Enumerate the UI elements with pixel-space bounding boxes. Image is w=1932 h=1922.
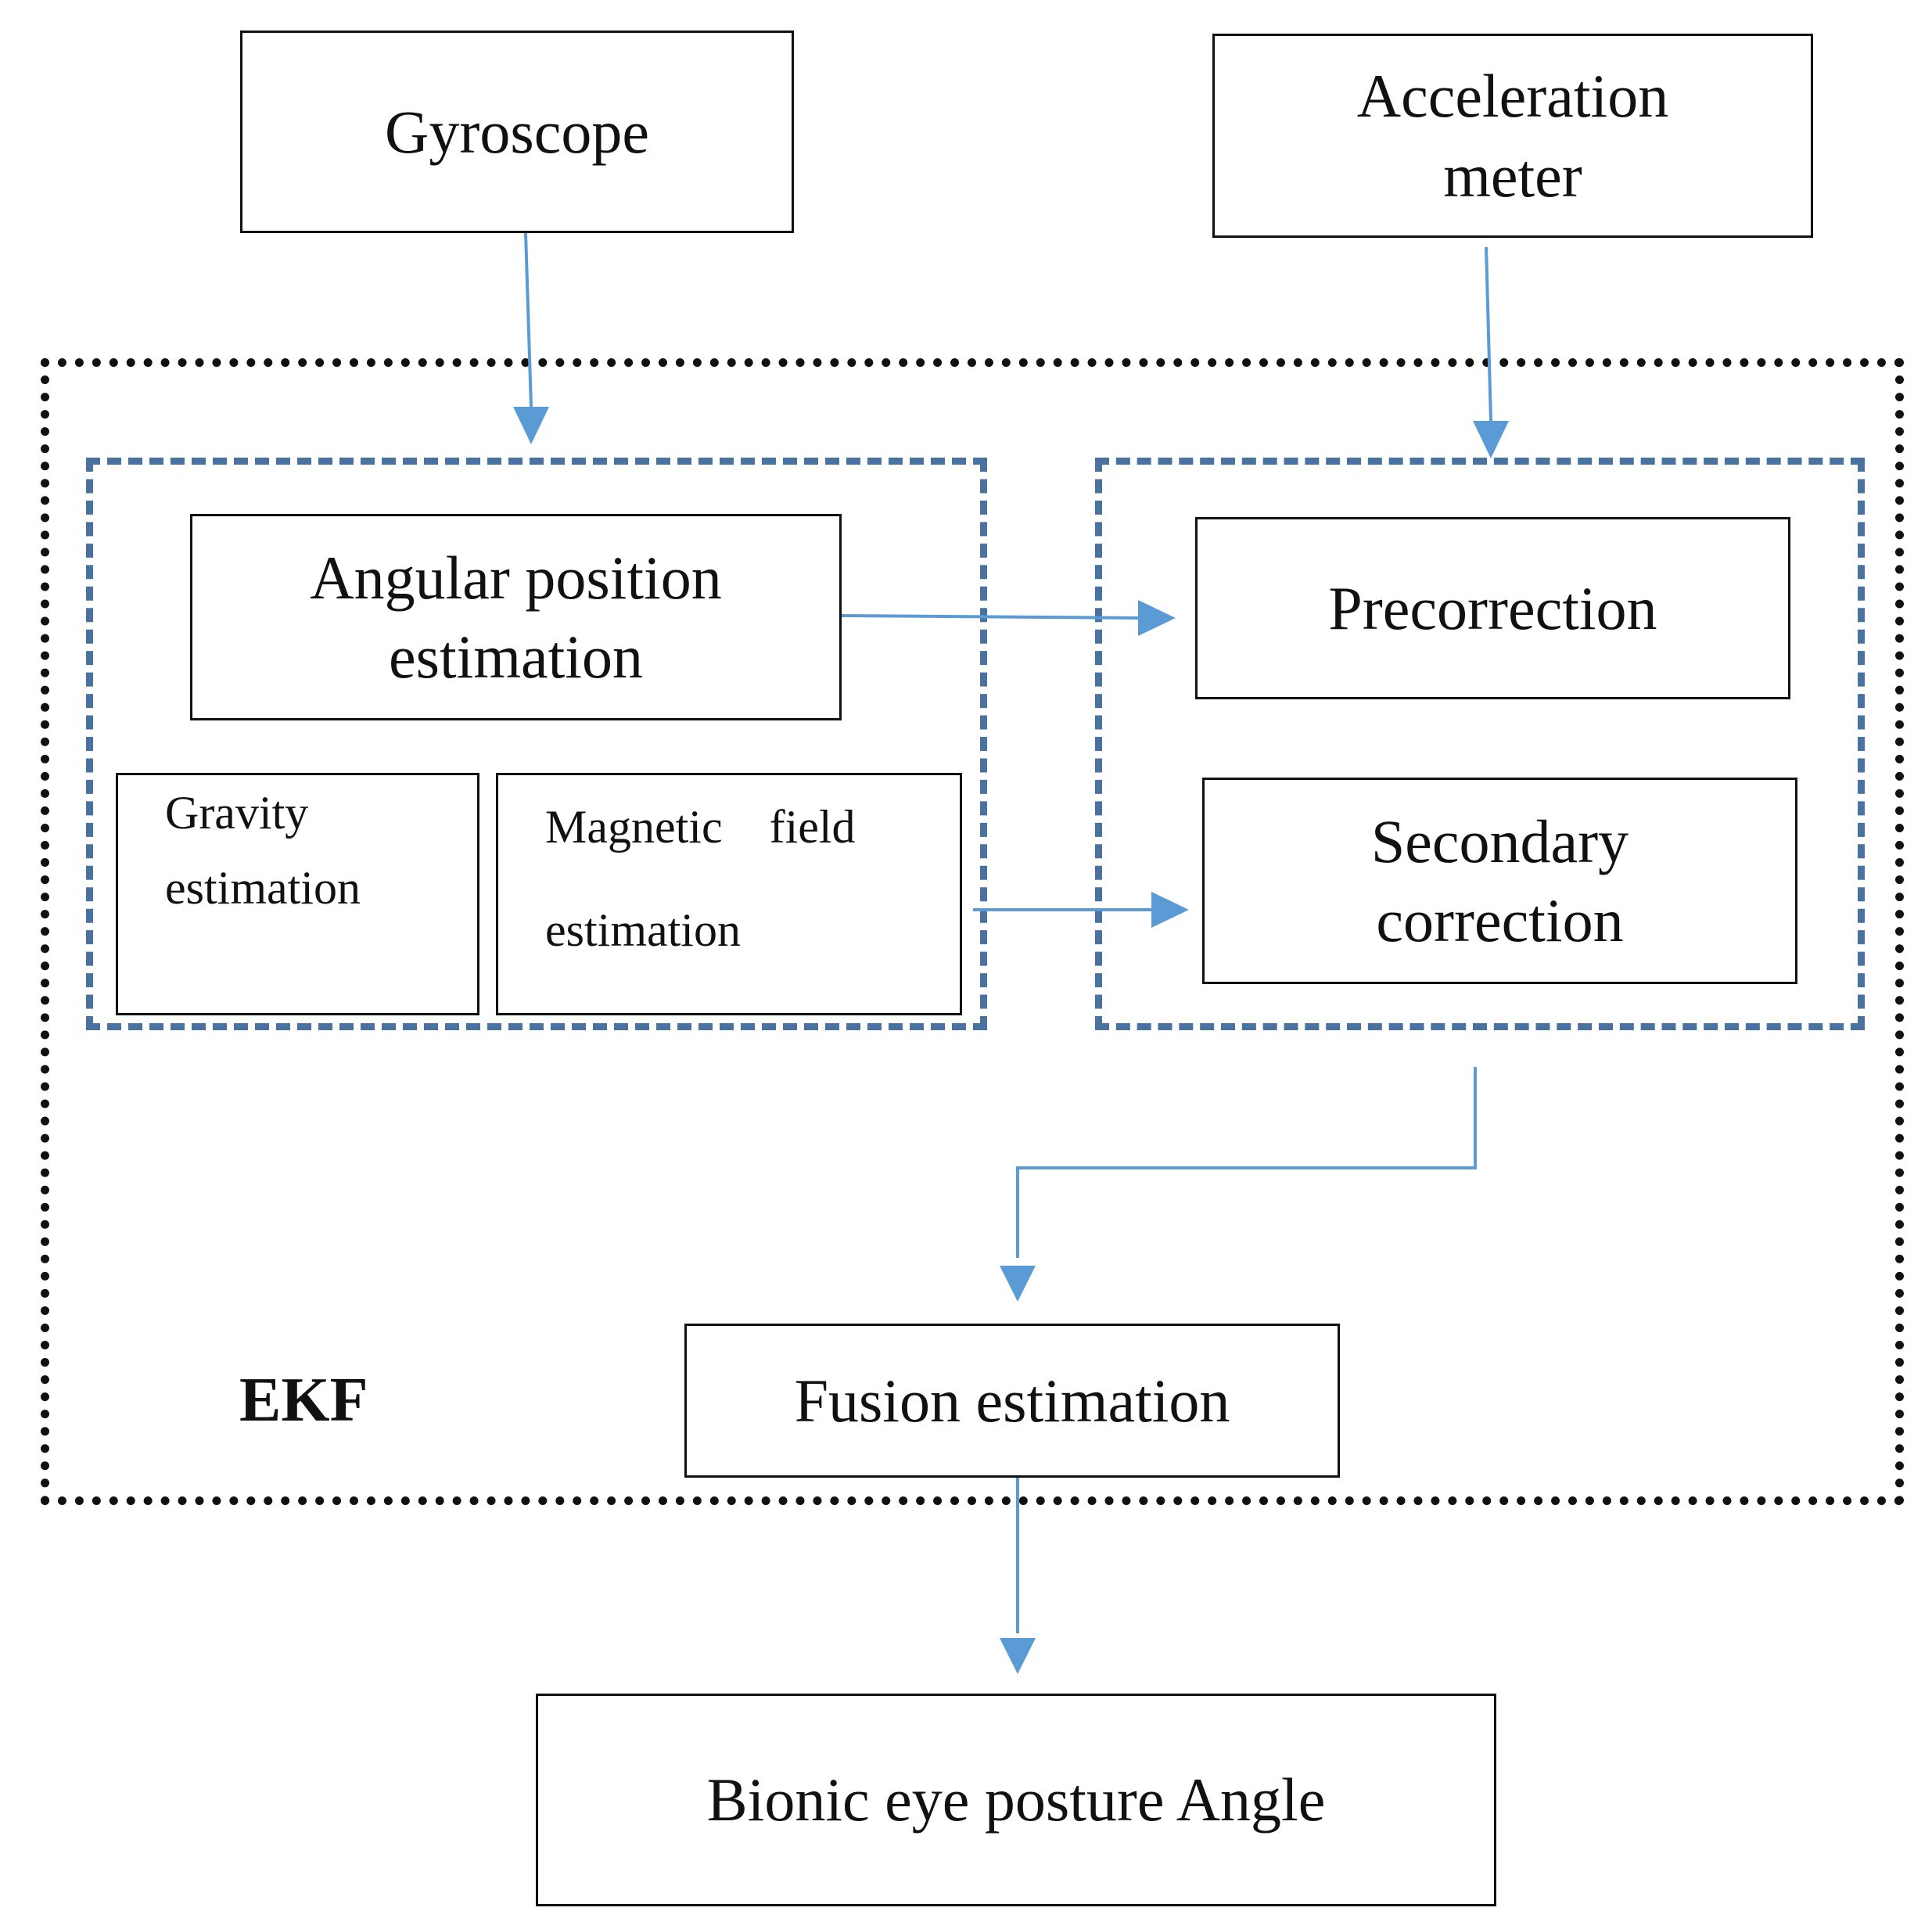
acceleration-meter-box: Acceleration meter — [1212, 34, 1813, 238]
gyroscope-box: Gyroscope — [240, 31, 794, 233]
ekf-frame — [41, 358, 1904, 1505]
output-box: Bionic eye posture Angle — [536, 1694, 1496, 1906]
secondary-line2: correction — [1376, 886, 1624, 954]
ekf-label: EKF — [239, 1366, 368, 1435]
fusion-label: Fusion estimation — [794, 1366, 1230, 1435]
arrowhead-output — [1000, 1638, 1036, 1674]
magnetic-line2: estimation — [545, 904, 741, 956]
magnetic-line1: Magnetic field — [545, 801, 856, 853]
output-label: Bionic eye posture Angle — [706, 1766, 1326, 1834]
acceleration-label-line2: meter — [1443, 141, 1582, 210]
precorrection-label: Precorrection — [1328, 573, 1657, 642]
correction-group-frame — [1095, 458, 1865, 1030]
gravity-line2: estimation — [165, 862, 361, 914]
gravity-line1: Gravity — [165, 787, 309, 839]
secondary-correction-box: Secondary correction — [1202, 778, 1797, 984]
angular-position-line2: estimation — [389, 623, 643, 691]
acceleration-label-line1: Acceleration — [1356, 62, 1669, 131]
estimation-group-frame — [86, 458, 987, 1030]
magnetic-field-box: Magnetic field estimation — [496, 773, 962, 1015]
precorrection-box: Precorrection — [1195, 517, 1790, 699]
angular-position-line1: Angular position — [310, 543, 722, 612]
gyroscope-label: Gyroscope — [385, 97, 649, 166]
angular-position-box: Angular position estimation — [190, 514, 842, 720]
gravity-box: Gravity estimation — [116, 773, 479, 1015]
fusion-estimation-box: Fusion estimation — [684, 1324, 1340, 1478]
secondary-line1: Secondary — [1370, 807, 1629, 875]
